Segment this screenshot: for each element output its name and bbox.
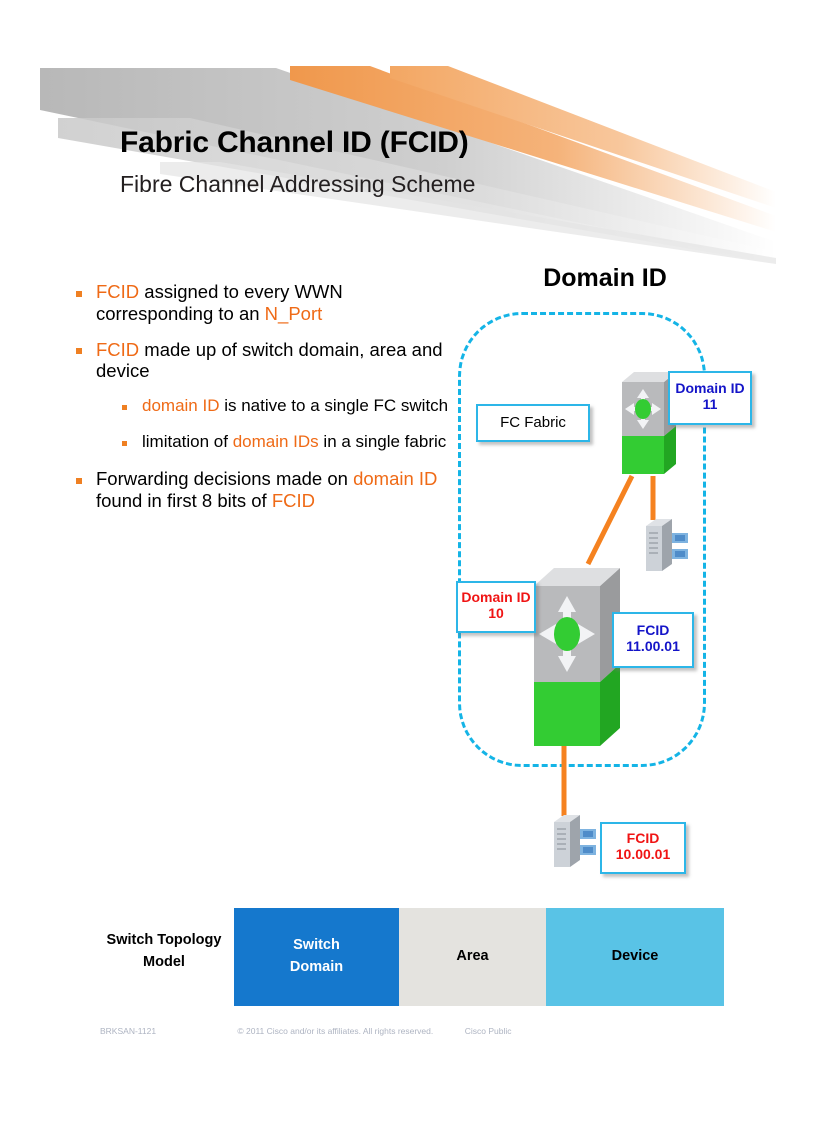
callout-fcid-10-line2: 10.00.01 [615, 845, 671, 862]
callout-domain-id-10-line2: 10 [488, 604, 504, 621]
topology-segment-area: Area [399, 908, 546, 1006]
topology-segment-device: Device [546, 908, 724, 1006]
footer-session-id: BRKSAN-1121 [100, 1026, 157, 1036]
bullet-marker-icon [76, 290, 82, 297]
callout-domain-id-11: Domain ID 11 [668, 371, 752, 425]
callout-fcid-11-line2: 11.00.01 [626, 637, 680, 654]
bullet-marker-icon [76, 348, 82, 355]
topology-model-label-line2: Model [143, 953, 185, 970]
topology-model-label: Switch Topology Model [96, 930, 232, 974]
bullet-plain-text: assigned to every WWN corresponding to a… [96, 281, 343, 324]
bullet-plain-text: in a single fabric [318, 432, 447, 452]
bullet-highlight-term: domain ID [142, 396, 220, 416]
footer-copyright: © 2011 Cisco and/or its affiliates. All … [237, 1026, 434, 1036]
bullet-text: FCID assigned to every WWN corresponding… [96, 281, 343, 324]
bullet-item: FCID assigned to every WWN corresponding… [74, 281, 454, 325]
topology-segment-switch-domain: Switch Domain [234, 908, 399, 1006]
callout-fcid-10-00-01: FCID 10.00.01 [600, 822, 686, 874]
topology-segment-switch-domain-line1: Switch [293, 937, 340, 954]
topology-segment-area-line1: Area [456, 948, 489, 965]
callout-fcid-10-line1: FCID [626, 830, 660, 846]
bullet-marker-icon [122, 441, 127, 447]
fabric-links [561, 474, 656, 816]
bullet-item: FCID made up of switch domain, area and … [74, 339, 454, 383]
bullet-plain-text: Forwarding decisions made on [96, 468, 354, 490]
header-banner-graphic [40, 66, 776, 264]
bullet-item: domain ID is native to a single FC switc… [120, 396, 454, 416]
bullet-highlight-term: domain IDs [232, 432, 319, 452]
topology-segment-device-line1: Device [611, 948, 659, 965]
callout-domain-id-10-line1: Domain ID [461, 589, 531, 605]
footer-classification: Cisco Public [464, 1026, 512, 1036]
callout-domain-id-10: Domain ID 10 [456, 581, 536, 633]
callout-domain-id-11-line1: Domain ID [675, 380, 745, 396]
bullet-plain-text: is native to a single FC switch [219, 396, 449, 416]
bullet-text: limitation of domain IDs in a single fab… [142, 432, 446, 451]
bullet-plain-text: limitation of [142, 432, 233, 452]
bullet-plain-text: made up of switch domain, area and devic… [96, 338, 443, 382]
switch-topology-model: Switch Topology Model Switch Domain Area… [96, 908, 724, 1006]
callout-fc-fabric: FC Fabric [476, 404, 590, 442]
bullet-marker-icon [122, 405, 127, 411]
callout-fcid-11-line1: FCID [636, 622, 670, 638]
topology-model-label-line1: Switch Topology [106, 932, 222, 948]
callout-domain-id-11-line2: 11 [702, 395, 718, 412]
topology-segment-switch-domain-line2: Domain [289, 959, 344, 975]
bullet-list: FCID assigned to every WWN corresponding… [74, 281, 454, 526]
page-subtitle: Fibre Channel Addressing Scheme [120, 170, 476, 197]
bullet-highlight-term: domain ID [353, 468, 438, 490]
bullet-plain-text: found in first 8 bits of [96, 490, 272, 512]
bullet-item: Forwarding decisions made on domain ID f… [74, 468, 454, 512]
host-device-fcid-11 [642, 516, 696, 583]
bullet-marker-icon [76, 478, 82, 485]
slide-footer: BRKSAN-1121 © 2011 Cisco and/or its affi… [100, 1026, 720, 1036]
callout-fc-fabric-text: FC Fabric [500, 414, 566, 431]
bullet-highlight-term: FCID [271, 490, 316, 512]
fabric-diagram: Domain ID [440, 264, 780, 894]
bullet-highlight-term: FCID [96, 281, 140, 302]
title-block: Fabric Channel ID (FCID) Fibre Channel A… [120, 126, 720, 197]
bullet-text: Forwarding decisions made on domain ID f… [96, 468, 437, 511]
fc-fabric-boundary [458, 312, 706, 767]
bullet-highlight-term: N_Port [264, 302, 323, 324]
fc-switch-domain-10 [530, 560, 632, 761]
bullet-item: limitation of domain IDs in a single fab… [120, 432, 454, 452]
bullet-text: domain ID is native to a single FC switc… [142, 396, 448, 415]
callout-fcid-11-00-01: FCID 11.00.01 [612, 612, 694, 668]
bullet-highlight-term: FCID [96, 338, 140, 360]
topology-segments: Switch Domain Area Device [234, 908, 724, 1006]
banner-stripes [40, 66, 776, 264]
bullet-text: FCID made up of switch domain, area and … [96, 339, 443, 382]
page-title: Fabric Channel ID (FCID) [120, 126, 469, 159]
diagram-heading: Domain ID [543, 264, 667, 292]
host-device-fcid-10 [550, 812, 604, 879]
